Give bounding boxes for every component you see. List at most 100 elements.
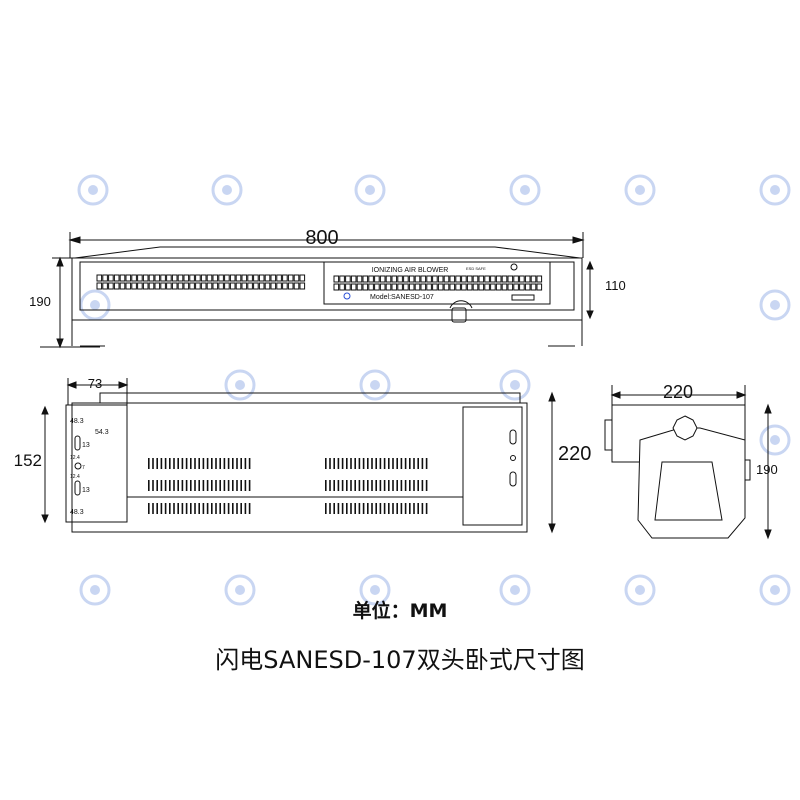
power-knob-icon[interactable]	[510, 263, 518, 271]
vent-slot	[202, 458, 205, 469]
vent-cell	[148, 282, 155, 290]
vent-cell	[345, 283, 351, 291]
vent-slot	[354, 480, 356, 491]
vent-slot	[341, 458, 344, 469]
vent-cell	[408, 275, 415, 283]
vent-cell	[478, 283, 485, 291]
vent-slot	[350, 480, 352, 491]
vent-cell	[102, 274, 108, 282]
vent-cell	[513, 283, 519, 291]
vent-slot	[194, 503, 196, 514]
watermark-logo-icon	[354, 174, 386, 206]
vent-slot	[223, 480, 226, 491]
watermark-logo-icon	[88, 185, 98, 195]
vent-slot	[388, 503, 390, 514]
vent-cell	[339, 283, 345, 291]
vent-slot	[198, 503, 200, 514]
vent-slot	[367, 503, 369, 514]
vent-cell	[282, 274, 288, 282]
vent-cell	[501, 275, 508, 283]
vent-cell	[484, 275, 490, 283]
side-width-220-label: 220	[663, 382, 693, 402]
vent-slot	[152, 458, 154, 469]
vent-slot	[240, 458, 242, 469]
vent-slot	[236, 480, 238, 491]
vent-slot	[325, 503, 327, 514]
vent-slot	[190, 458, 192, 469]
vent-slot	[173, 458, 175, 469]
vent-cell	[350, 283, 357, 291]
vent-slot	[148, 503, 150, 514]
adjust-knob-icon[interactable]	[672, 415, 698, 441]
vent-cell	[455, 283, 461, 291]
vent-cell	[287, 282, 294, 290]
vent-slot	[333, 458, 335, 469]
vent-slot	[333, 480, 335, 491]
vent-slot	[362, 503, 365, 514]
vent-slot	[211, 480, 213, 491]
watermark-logo-icon	[79, 574, 111, 606]
vent-slot	[325, 458, 327, 469]
vent-cell	[374, 275, 380, 283]
vent-cell	[276, 274, 282, 282]
gap2-label: 12.4	[70, 474, 80, 480]
vent-cell	[108, 282, 114, 290]
watermark-logo-icon	[79, 289, 111, 321]
vent-slot	[177, 503, 179, 514]
vent-slot	[409, 458, 411, 469]
vent-cell	[229, 274, 236, 282]
watermark-logo-icon	[770, 185, 780, 195]
vent-cell	[432, 283, 438, 291]
vent-slot	[211, 458, 213, 469]
vent-cell	[299, 282, 306, 290]
vent-slot	[388, 480, 390, 491]
vent-slot	[223, 503, 226, 514]
depth-220-label: 220	[558, 443, 591, 465]
vent-slot	[337, 458, 340, 469]
vent-slot	[346, 458, 348, 469]
watermark-logo-icon	[520, 185, 530, 195]
vent-cell	[224, 274, 230, 282]
vent-slot	[337, 503, 340, 514]
vent-cell	[368, 275, 374, 283]
vent-slot	[240, 480, 242, 491]
vent-cell	[449, 283, 456, 291]
vent-cell	[258, 274, 265, 282]
vent-slot	[346, 503, 348, 514]
vent-cell	[449, 275, 456, 283]
vent-cell	[356, 275, 363, 283]
vent-cell	[160, 282, 166, 290]
vent-cell	[519, 283, 525, 291]
vent-cell	[466, 275, 473, 283]
vent-slot	[404, 480, 407, 491]
vent-slot	[152, 480, 154, 491]
vent-cell	[96, 282, 103, 290]
vent-slot	[248, 480, 251, 491]
vent-cell	[195, 282, 201, 290]
vent-slot	[185, 480, 188, 491]
vent-slot	[190, 503, 192, 514]
vent-cell	[368, 283, 374, 291]
power-switch[interactable]	[511, 294, 535, 301]
vent-cell	[385, 275, 392, 283]
vent-cell	[270, 282, 277, 290]
watermark-logo-icon	[90, 300, 100, 310]
vent-cell	[119, 282, 126, 290]
watermark-logo-icon	[759, 574, 791, 606]
vent-cell	[403, 283, 409, 291]
vent-slot	[383, 503, 386, 514]
vent-slot	[236, 458, 238, 469]
vent-cell	[426, 283, 432, 291]
vent-cell	[524, 283, 531, 291]
watermark-logo-icon	[211, 174, 243, 206]
vent-slot	[156, 458, 158, 469]
vent-slot	[181, 480, 184, 491]
vent-slot	[219, 480, 221, 491]
vent-slot	[219, 503, 221, 514]
vent-cell	[282, 282, 288, 290]
vent-slot	[379, 503, 382, 514]
vent-slot	[206, 480, 209, 491]
vent-slot	[375, 480, 377, 491]
vent-slot	[404, 503, 407, 514]
